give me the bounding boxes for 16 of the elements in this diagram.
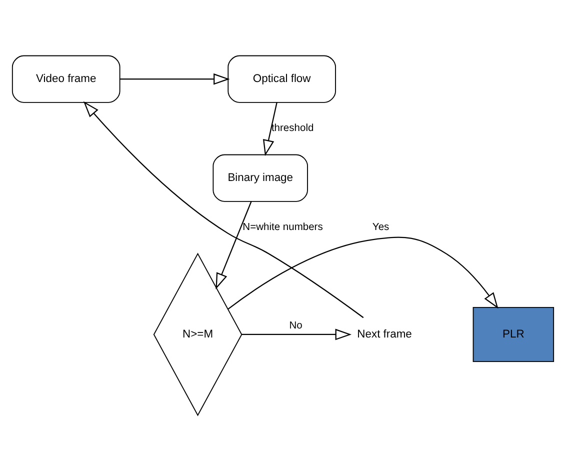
edge-label: No <box>289 320 302 332</box>
node-box: Optical flow <box>228 54 336 102</box>
arrow <box>262 102 278 156</box>
node-box: PLR <box>472 306 554 362</box>
node-diamond: N>=M <box>153 252 242 416</box>
arrow <box>216 200 252 289</box>
arrow <box>120 72 230 84</box>
arrow <box>83 100 364 318</box>
node-box: Binary image <box>212 154 308 202</box>
node-text: Next frame <box>357 328 412 340</box>
edge-label: Yes <box>372 222 390 233</box>
node-box: Video frame <box>12 54 120 102</box>
edge-label: N=white numbers <box>242 222 323 233</box>
arrow <box>242 328 352 340</box>
arrow <box>228 236 498 310</box>
edge-label: threshold <box>271 122 314 134</box>
